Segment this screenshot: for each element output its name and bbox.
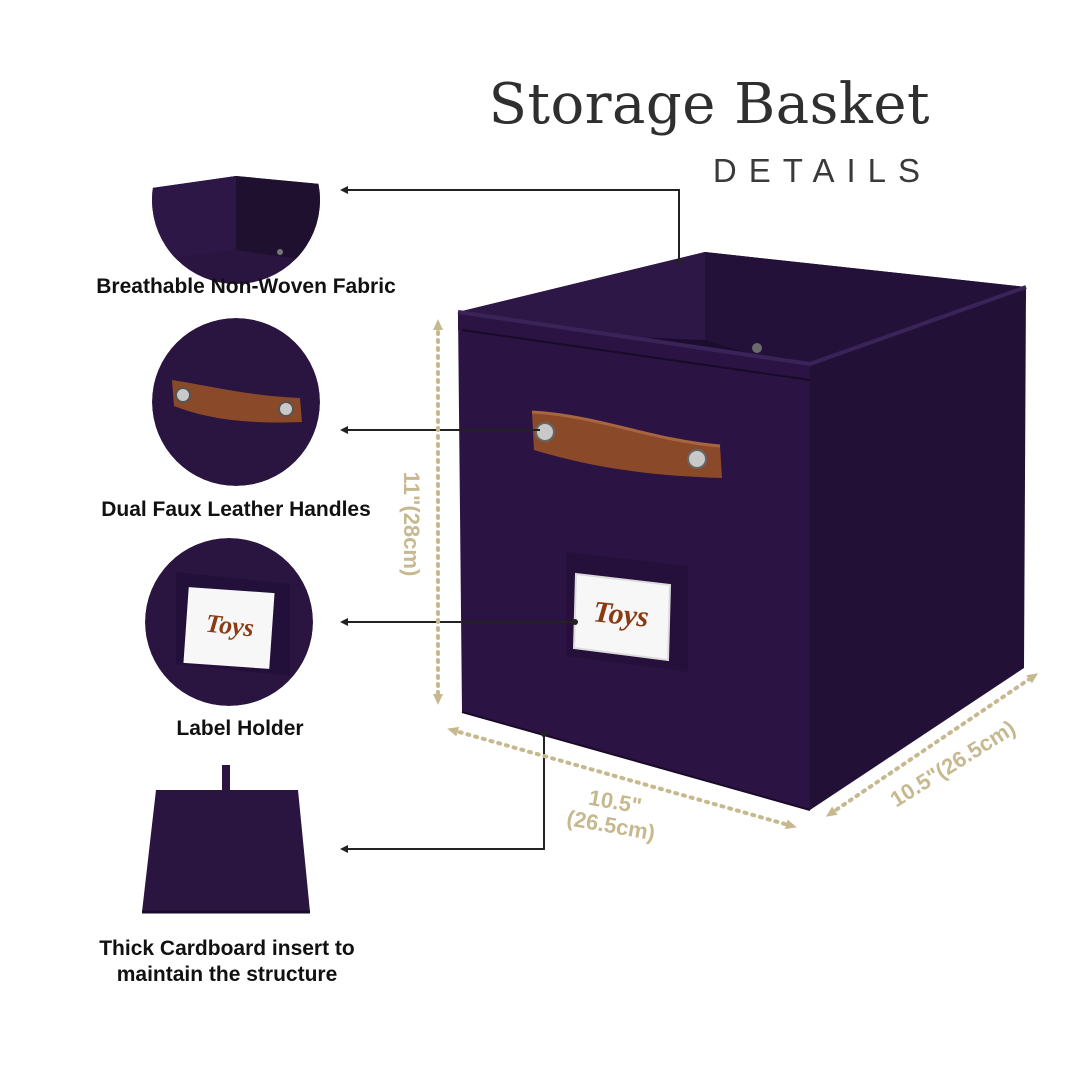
feature-label-cardboard-line2: maintain the structure	[116, 963, 338, 986]
handle-closeup-image	[152, 318, 320, 486]
height-dimension-label: 11"(28cm)	[399, 471, 424, 577]
thumbnail-label-text: Toys	[204, 609, 255, 643]
cardboard-insert-image	[142, 765, 310, 914]
dimension-lines	[433, 319, 1039, 830]
feature-label-label-holder: Label Holder	[176, 717, 304, 740]
page-title: Storage Basket	[488, 72, 930, 137]
basket-label-text: Toys	[592, 595, 651, 634]
feature-label-cardboard-line1: Thick Cardboard insert to	[99, 937, 355, 960]
fabric-corner-image	[152, 116, 320, 284]
page-subtitle: DETAILS	[712, 152, 932, 189]
feature-label-cardboard: Thick Cardboard insert to maintain the s…	[72, 936, 382, 988]
feature-label-fabric: Breathable Non-Woven Fabric	[96, 275, 396, 298]
label-holder-image: Toys	[145, 538, 313, 706]
feature-label-handles: Dual Faux Leather Handles	[101, 498, 371, 521]
storage-basket-image: Toys	[457, 252, 1027, 811]
